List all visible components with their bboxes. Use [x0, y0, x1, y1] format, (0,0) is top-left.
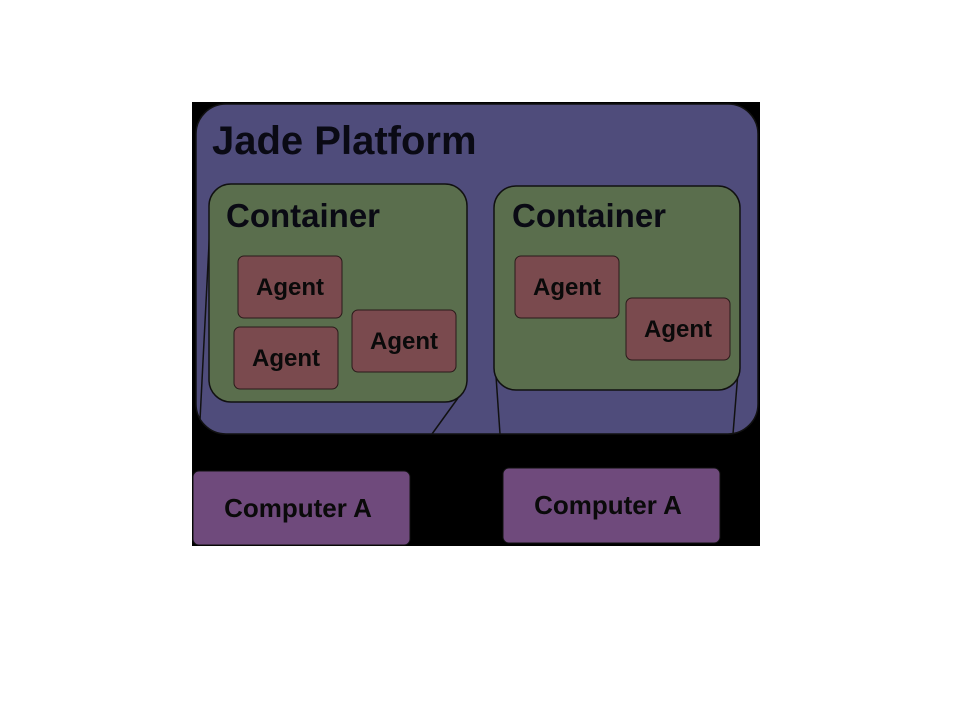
agent-box [351, 309, 457, 373]
agent-label: Agent [252, 345, 320, 372]
container-1: Container Agent Agent Agent [208, 183, 468, 403]
container-label: Container [226, 197, 380, 234]
agent: Agent [351, 309, 457, 373]
computer-label: Computer A [534, 490, 682, 520]
computer-box [192, 470, 411, 546]
agent: Agent [514, 255, 620, 319]
agent-label: Agent [256, 274, 324, 301]
agent: Agent [237, 255, 343, 319]
agent-box [233, 326, 339, 390]
platform-title: Jade Platform [212, 119, 477, 163]
computer-box [502, 467, 721, 544]
agent-box [625, 297, 731, 361]
computer-2: Computer A [502, 467, 721, 544]
computer-1: Computer A [192, 470, 411, 546]
connector-line [495, 375, 501, 435]
computer-label: Computer A [224, 493, 372, 523]
agent-label: Agent [370, 328, 438, 355]
agent-box [514, 255, 620, 319]
agent-label: Agent [533, 274, 601, 301]
connector-line [431, 397, 459, 435]
connector-line [732, 371, 739, 435]
agent-box [237, 255, 343, 319]
agent-label: Agent [644, 316, 712, 343]
agent: Agent [625, 297, 731, 361]
container-2: Container Agent Agent [493, 185, 741, 391]
container-label: Container [512, 197, 666, 234]
agent: Agent [233, 326, 339, 390]
